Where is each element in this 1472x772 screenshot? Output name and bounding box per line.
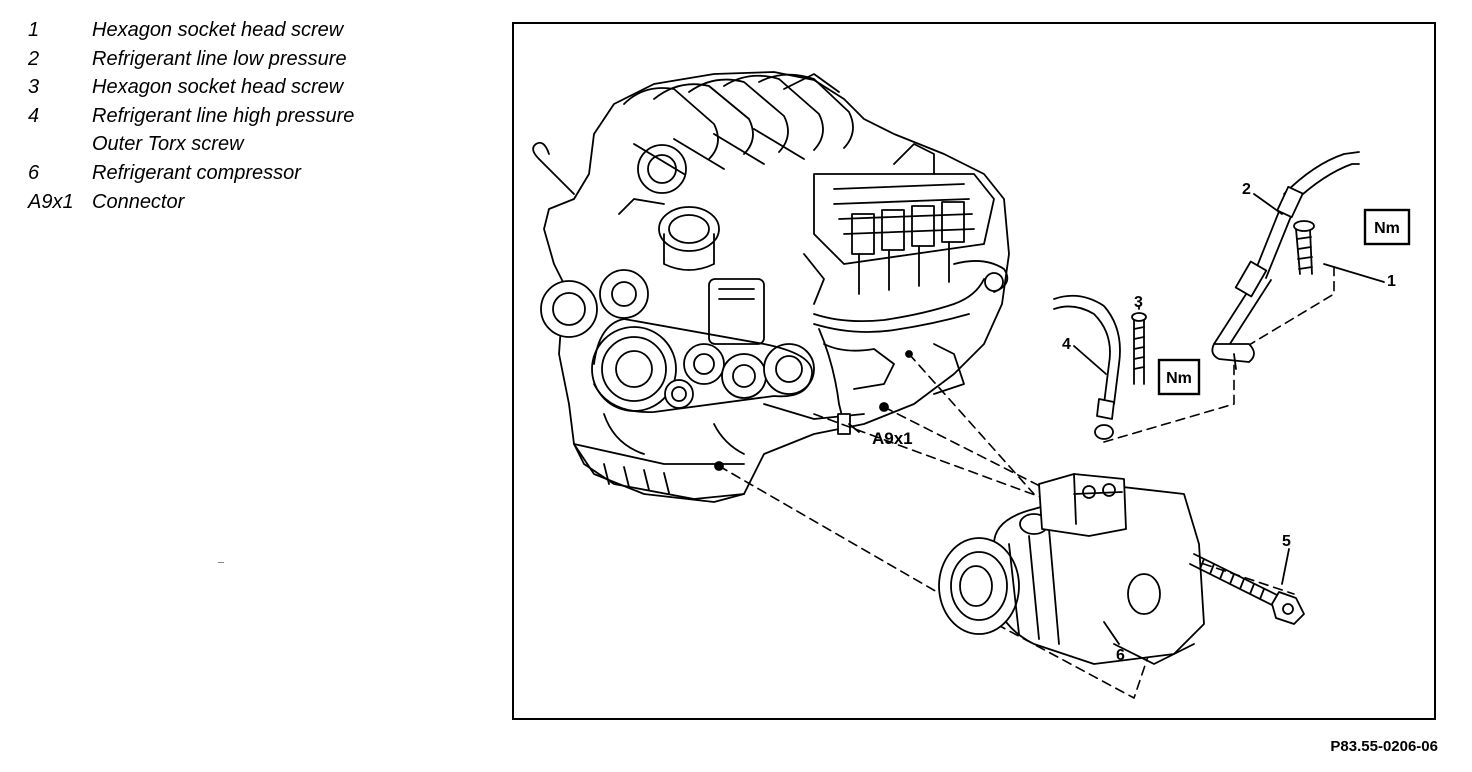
legend-number: 6 xyxy=(28,161,40,184)
refrigerant-line-high-pressure xyxy=(1053,294,1121,440)
legend-label: Hexagon socket head screw xyxy=(92,76,344,99)
diagram-frame: Nm Nm 1 2 3 4 5 6 A9x1 xyxy=(512,22,1436,720)
legend-label: Refrigerant line low pressure xyxy=(92,47,347,70)
legend-number: 1 xyxy=(28,19,40,41)
figure-code: P83.55-0206-06 xyxy=(1330,738,1438,755)
legend-item: 4 Refrigerant line high pressure xyxy=(28,102,354,131)
parts-legend: 1 Hexagon socket head screw 2 Refrigeran… xyxy=(28,16,354,216)
torque-label-mid: Nm xyxy=(1166,370,1192,387)
legend-label: Refrigerant line high pressure xyxy=(92,104,355,127)
legend-item: A9x1 Connector xyxy=(28,188,354,217)
torque-label-top: Nm xyxy=(1374,220,1400,237)
legend-item: 2 Refrigerant line low pressure xyxy=(28,45,354,74)
legend-label: Refrigerant compressor xyxy=(92,161,301,184)
callout-5: 5 xyxy=(1282,533,1291,550)
callout-4: 4 xyxy=(1062,336,1071,353)
legend-number: A9x1 xyxy=(28,190,74,213)
compressor xyxy=(938,473,1205,665)
refrigerant-line-low-pressure xyxy=(1211,151,1360,370)
legend-item: 3 Hexagon socket head screw xyxy=(28,73,354,102)
legend-number: 3 xyxy=(28,76,40,99)
legend-number: 4 xyxy=(28,104,40,127)
legend-number: 2 xyxy=(28,47,40,70)
legend-label: Hexagon socket head screw xyxy=(92,19,344,41)
legend-item: Outer Torx screw xyxy=(28,130,354,159)
engine-block xyxy=(532,71,1010,503)
legend-label: Connector xyxy=(92,190,185,213)
screw-1 xyxy=(1293,220,1315,275)
legend-item: 1 Hexagon socket head screw xyxy=(28,16,354,45)
callout-connector: A9x1 xyxy=(872,429,913,448)
bolt-5 xyxy=(1189,553,1305,625)
callout-3: 3 xyxy=(1134,294,1143,311)
screw-3 xyxy=(1131,312,1147,385)
legend-number xyxy=(28,130,92,159)
torque-box-top xyxy=(1363,208,1411,246)
legend-item: 6 Refrigerant compressor xyxy=(28,159,354,188)
legend-label: Outer Torx screw xyxy=(92,133,244,156)
engine-compressor-diagram: Nm Nm 1 2 3 4 5 6 A9x1 xyxy=(532,71,1411,699)
stray-mark xyxy=(218,562,224,563)
callout-6: 6 xyxy=(1116,647,1125,664)
callout-2: 2 xyxy=(1242,181,1251,198)
torque-box-mid xyxy=(1157,358,1201,396)
callout-1: 1 xyxy=(1387,273,1396,290)
